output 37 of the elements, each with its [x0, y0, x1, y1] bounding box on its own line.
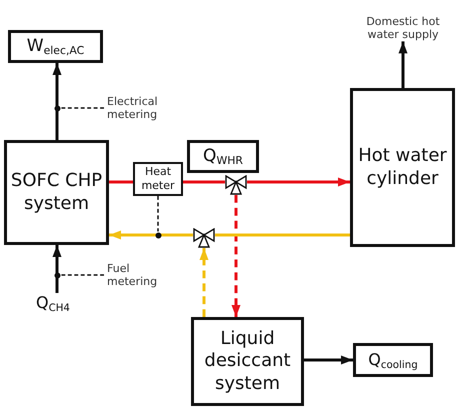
flow-arrow — [304, 356, 353, 364]
annotation-text: Domestic hot water supply — [360, 15, 446, 42]
flow-arrow — [52, 63, 62, 140]
pipe-line — [215, 234, 350, 236]
junction-dot-icon — [154, 232, 162, 238]
flow-arrow — [109, 230, 193, 240]
junction-dot-icon — [54, 104, 60, 112]
box-label: Hot water cylinder — [357, 145, 448, 190]
box-label: Liquid desiccant system — [203, 328, 292, 396]
leader-line — [60, 107, 104, 109]
leader-line — [157, 196, 159, 232]
flow-arrow — [52, 245, 62, 293]
box-label: Heat meter — [140, 165, 176, 193]
output-box — [353, 343, 433, 377]
meter-box — [133, 162, 183, 196]
valve-icon — [225, 175, 247, 195]
process-box — [191, 317, 304, 406]
output-box — [8, 30, 103, 63]
annotation-text: Fuel metering — [104, 262, 166, 288]
box-label: Q$_{WHR}$ — [203, 146, 243, 168]
flow-arrow — [247, 178, 350, 186]
annotation-text: Electrical metering — [104, 95, 170, 122]
junction-dot-icon — [54, 272, 60, 278]
pipe-line — [109, 180, 133, 184]
pipe-line — [183, 180, 225, 184]
flow-arrow — [200, 248, 208, 317]
process-box — [4, 140, 109, 245]
annotation-text: Q$_{CH4}$ — [36, 293, 70, 312]
valve-icon — [193, 228, 215, 248]
box-label: W$_{elec,AC}$ — [26, 36, 84, 58]
flow-arrow — [398, 41, 408, 88]
flow-arrow — [232, 195, 240, 317]
leader-line — [60, 274, 104, 276]
box-label: SOFC CHP system — [10, 170, 104, 215]
output-box — [187, 140, 259, 173]
box-label: Q$_{cooling}$ — [368, 350, 418, 370]
process-box — [350, 88, 455, 247]
